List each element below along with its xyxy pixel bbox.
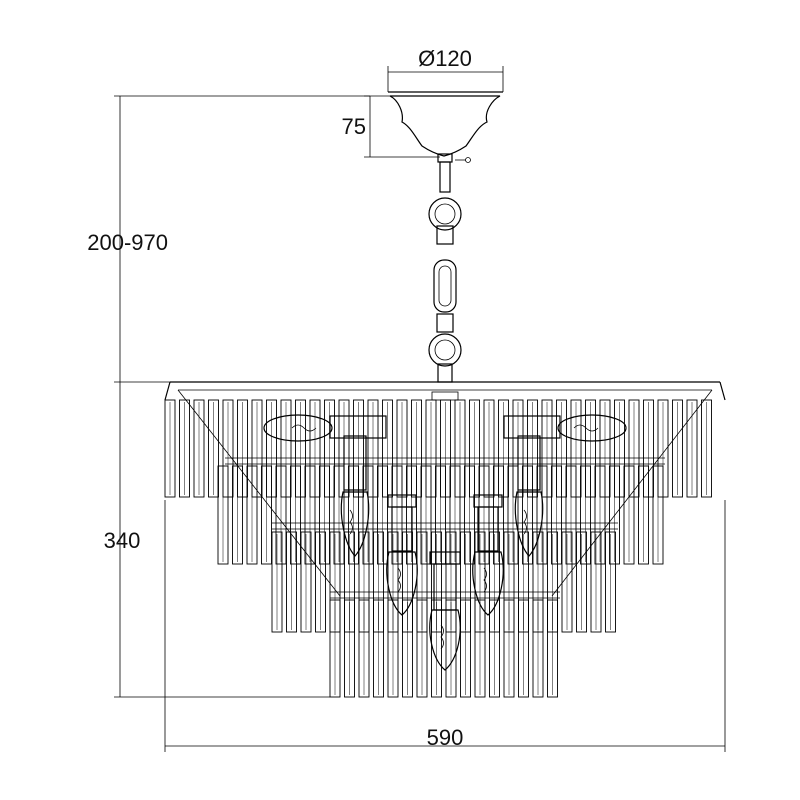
crystal-rod [489, 599, 500, 698]
crystal-rod [416, 599, 428, 698]
crystal-rod [387, 599, 399, 698]
crystal-rod [503, 599, 515, 698]
crystal-rod [686, 399, 698, 498]
suspension-length-label: 200-970 [87, 230, 168, 255]
crystal-rods [164, 399, 712, 698]
crystal-rod [271, 531, 283, 633]
crystal-rod [605, 531, 616, 633]
light-bulbs [263, 414, 627, 671]
crystal-rod [551, 465, 562, 565]
body-width-label: 590 [427, 725, 464, 750]
crystal-rod [478, 465, 490, 565]
canopy-diameter-label: Ø120 [418, 46, 472, 71]
crystal-rod [580, 465, 591, 565]
suspension-chain [428, 161, 462, 383]
crystal-rod [547, 599, 558, 698]
crystal-rod [507, 465, 519, 565]
canopy-height-label: 75 [342, 114, 366, 139]
bulb-left-inner [386, 494, 418, 616]
crystal-rod [460, 599, 471, 698]
crystal-rod [179, 399, 190, 498]
crystal-rod [290, 465, 301, 565]
ceiling-canopy [388, 91, 503, 163]
crystal-rod [261, 465, 272, 565]
crystal-rod [638, 465, 649, 565]
crystal-rod [300, 531, 312, 633]
crystal-rod [286, 531, 297, 633]
crystal-rod [208, 399, 219, 498]
body-height-label: 340 [104, 528, 141, 553]
crystal-rod [561, 531, 573, 633]
crystal-rod [464, 465, 475, 565]
crystal-rod [362, 465, 374, 565]
crystal-rod [532, 599, 544, 698]
bulb-right-outer [514, 435, 544, 557]
crystal-rod [493, 465, 504, 565]
crystal-rod [672, 399, 683, 498]
crystal-rod [652, 465, 664, 565]
crystal-rod [594, 465, 606, 565]
crystal-rod [609, 465, 620, 565]
crystal-rod [358, 599, 370, 698]
chandelier-frame [164, 381, 726, 599]
crystal-rod [474, 599, 486, 698]
crystal-rod [232, 465, 243, 565]
crystal-rod [304, 465, 316, 565]
crystal-rod [246, 465, 258, 565]
crystal-rod [344, 599, 355, 698]
crystal-rod [445, 599, 457, 698]
crystal-rod [576, 531, 587, 633]
crystal-rod [275, 465, 287, 565]
crystal-rod [701, 399, 712, 498]
dimension-lines [114, 66, 726, 752]
crystal-rod [590, 531, 602, 633]
crystal-rod [193, 399, 205, 498]
crystal-rod [329, 599, 341, 698]
bulb-center [429, 551, 461, 671]
crystal-rod [164, 399, 176, 498]
crystal-rod [373, 599, 384, 698]
crystal-rod [315, 531, 326, 633]
bulb-top-left [263, 414, 387, 442]
crystal-rod [522, 465, 533, 565]
crystal-rod [348, 465, 359, 565]
crystal-rod [377, 465, 388, 565]
crystal-rod [623, 465, 635, 565]
crystal-rod [402, 599, 413, 698]
crystal-rod [217, 465, 229, 565]
crystal-rod [518, 599, 529, 698]
bulb-left-outer [340, 435, 370, 557]
crystal-rod [406, 465, 417, 565]
crystal-rod [319, 465, 330, 565]
bulb-top-right [503, 414, 627, 442]
crystal-rod [333, 465, 345, 565]
crystal-rod [565, 465, 577, 565]
bulb-right-inner [472, 494, 504, 616]
crystal-rod [420, 465, 432, 565]
crystal-rod [536, 465, 548, 565]
